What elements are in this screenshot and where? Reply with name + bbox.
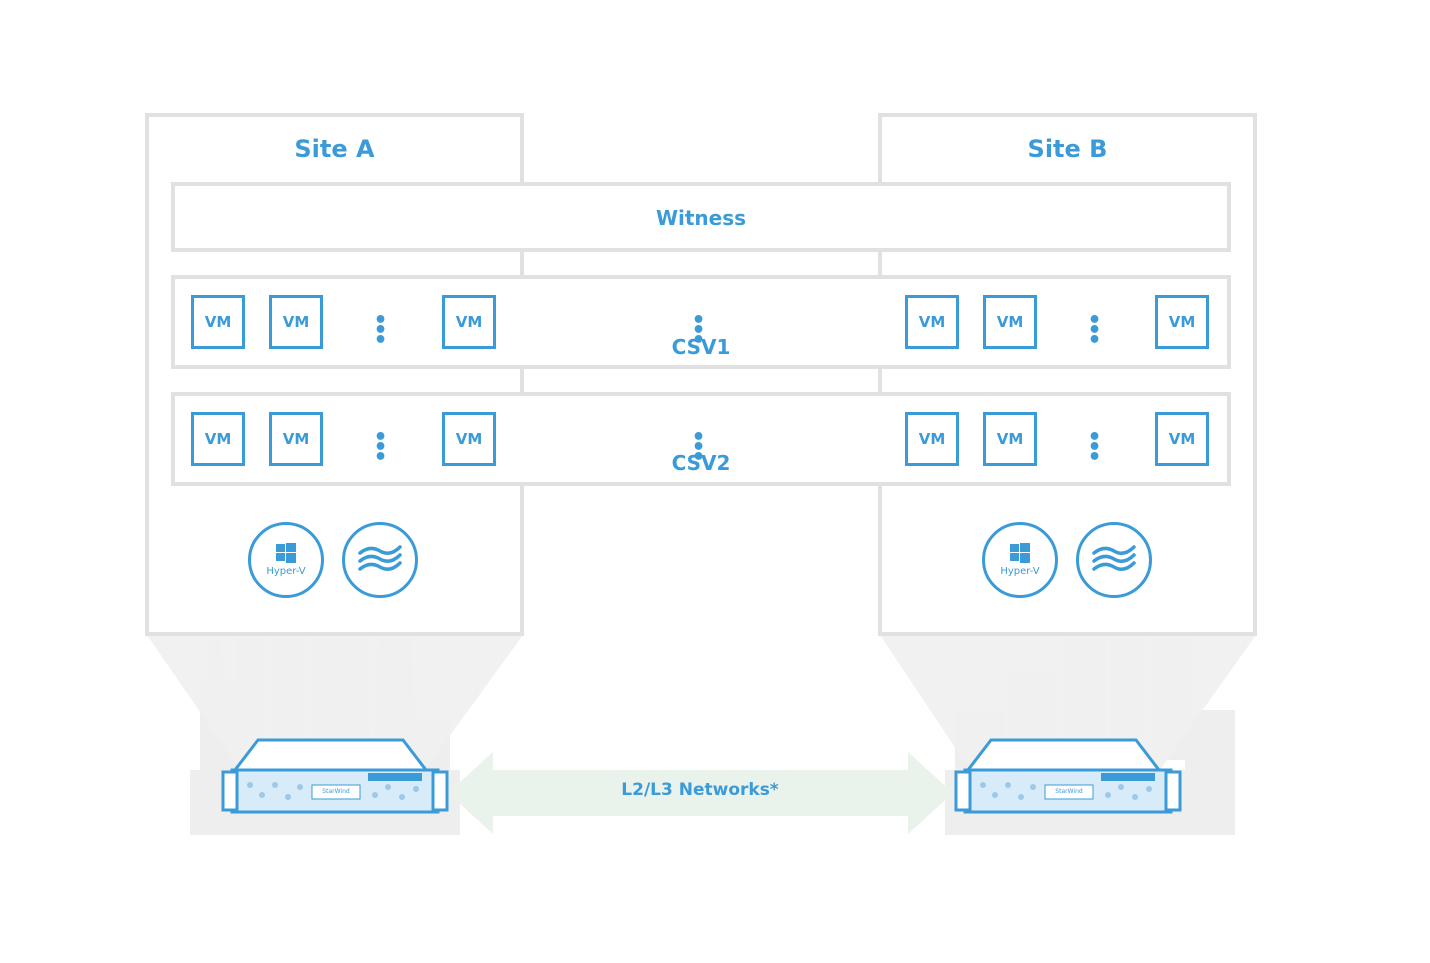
vm-box: VM (905, 412, 959, 466)
witness-label: Witness (655, 206, 747, 230)
vm-box: VM (269, 412, 323, 466)
vm-box: VM (442, 295, 496, 349)
vm-box: VM (905, 295, 959, 349)
server-appliance-icon (221, 738, 449, 814)
csv1-label: CSV1 (671, 335, 731, 359)
server-brand-label: StarWind (322, 788, 350, 795)
ellipsis: • • • (1087, 308, 1111, 353)
csv1-band: CSV1 (171, 275, 1231, 369)
vm-box: VM (1155, 412, 1209, 466)
vm-box: VM (191, 412, 245, 466)
csv2-label: CSV2 (671, 451, 731, 475)
ellipsis: • • • (1087, 425, 1111, 470)
hyper-v-badge: Hyper-V (982, 522, 1058, 598)
vm-box: VM (1155, 295, 1209, 349)
vm-box: VM (983, 412, 1037, 466)
double-arrow-icon (448, 752, 953, 834)
hyper-v-label: Hyper-V (266, 566, 306, 577)
ellipsis: • • • (373, 425, 397, 470)
starwind-badge (1076, 522, 1152, 598)
hyper-v-label: Hyper-V (1000, 566, 1040, 577)
ellipsis: • • • (691, 425, 715, 470)
site-a-title: Site A (294, 135, 375, 163)
site-b-title: Site B (1027, 135, 1108, 163)
ellipsis: • • • (691, 308, 715, 353)
vm-box: VM (442, 412, 496, 466)
ellipsis: • • • (373, 308, 397, 353)
vm-box: VM (191, 295, 245, 349)
witness-band: Witness (171, 182, 1231, 252)
server-brand-label: StarWind (1055, 788, 1083, 795)
starwind-wave-icon (1092, 545, 1136, 571)
windows-logo-icon (276, 543, 296, 563)
csv2-band: CSV2 (171, 392, 1231, 486)
server-appliance-icon (954, 738, 1182, 814)
hyper-v-badge: Hyper-V (248, 522, 324, 598)
starwind-wave-icon (358, 545, 402, 571)
starwind-badge (342, 522, 418, 598)
vm-box: VM (269, 295, 323, 349)
vm-box: VM (983, 295, 1037, 349)
windows-logo-icon (1010, 543, 1030, 563)
network-label: L2/L3 Networks* (621, 780, 779, 800)
